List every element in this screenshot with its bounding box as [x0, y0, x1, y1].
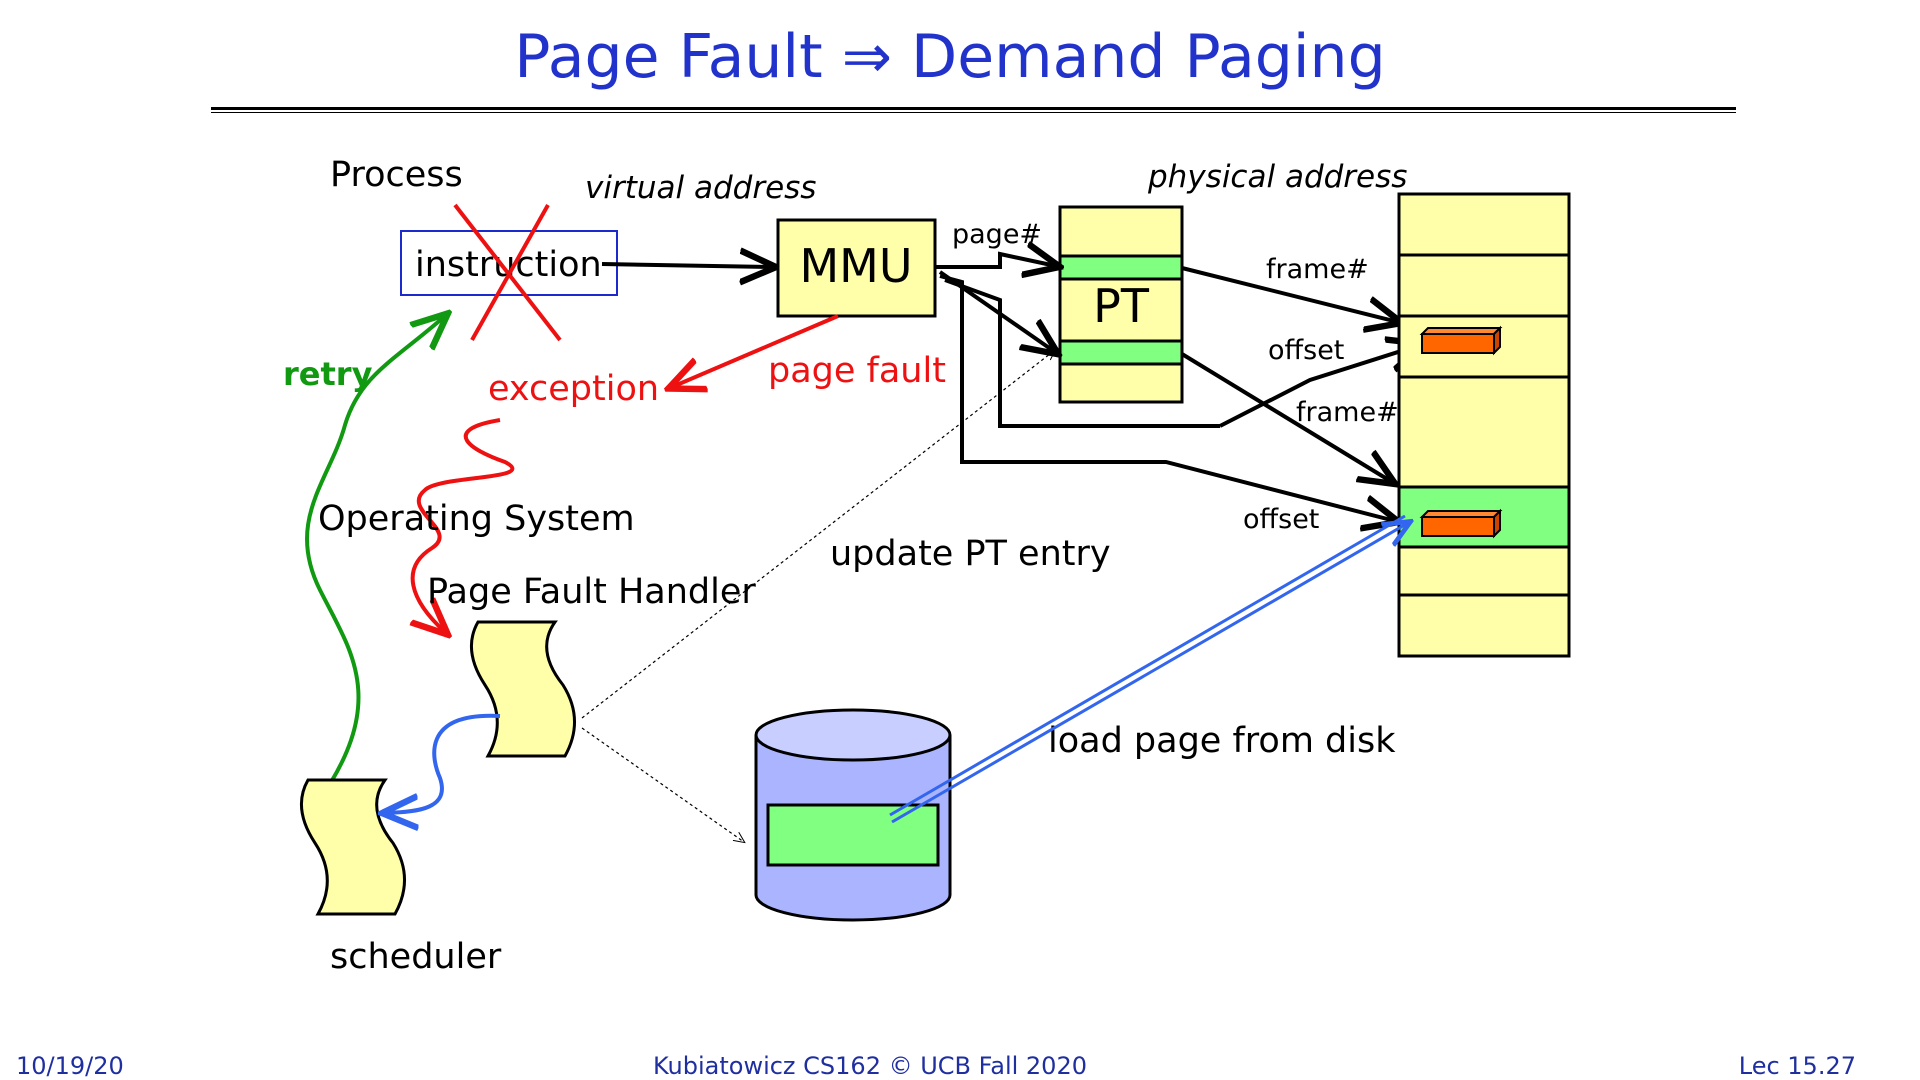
- offset-block-2: [1419, 508, 1503, 539]
- page-fault-label: page fault: [768, 351, 946, 391]
- offset-arrow-1: [1219, 345, 1420, 428]
- page-fault-handler-label: Page Fault Handler: [427, 572, 756, 612]
- offset-block-1: [1419, 325, 1503, 356]
- virtual-address-label: virtual address: [585, 170, 816, 206]
- title-rule-bottom: [211, 112, 1736, 113]
- scheduler-scroll-icon: [299, 778, 406, 916]
- frame-num-arrow-2: [1180, 352, 1392, 482]
- offset-path-1: [944, 278, 1220, 428]
- offset-arrow-2: [939, 274, 1395, 521]
- exception-label: exception: [488, 369, 659, 409]
- physical-memory: [1397, 192, 1571, 658]
- update-pt-entry-label: update PT entry: [830, 534, 1111, 574]
- process-label: Process: [330, 155, 463, 195]
- offset-label-1: offset: [1268, 335, 1344, 366]
- slide-title: Page Fault ⇒ Demand Paging: [514, 22, 1386, 92]
- title-rule-top: [211, 107, 1736, 110]
- to-disk-dotted-line: [581, 727, 744, 842]
- offset-label-2: offset: [1243, 504, 1319, 535]
- handler-scroll-icon: [469, 620, 576, 758]
- pt-label: PT: [1093, 279, 1150, 333]
- load-page-label: load page from disk: [1048, 721, 1396, 761]
- update-pt-dotted-line: [581, 350, 1055, 719]
- handler-to-scheduler-arrow: [386, 713, 501, 813]
- page-table: [1058, 205, 1184, 404]
- load-page-arrow: [889, 514, 1408, 824]
- exception-squiggle-arrow: [413, 418, 515, 632]
- cross-out-icon: [453, 203, 562, 342]
- retry-label: retry: [283, 355, 373, 393]
- page-fault-arrow: [672, 314, 839, 387]
- disk-page-block: [766, 803, 940, 867]
- retry-arrow: [305, 316, 445, 804]
- instruction-to-mmu-arrow: [601, 264, 772, 267]
- page-num-arrow-1: [935, 254, 1056, 267]
- frame-num-label-1: frame#: [1266, 254, 1369, 285]
- frame-num-arrow-1: [1181, 266, 1398, 322]
- mmu-label: MMU: [799, 239, 912, 293]
- operating-system-label: Operating System: [318, 499, 635, 539]
- instruction-box: [400, 230, 618, 296]
- scheduler-label: scheduler: [330, 937, 502, 977]
- footer-course: Kubiatowicz CS162 © UCB Fall 2020: [652, 1052, 1087, 1080]
- page-num-label: page#: [952, 219, 1042, 250]
- frame-num-label-2: frame#: [1296, 397, 1399, 428]
- footer-lecture: Lec 15.27: [1738, 1052, 1856, 1080]
- pt-entry-page: [1058, 254, 1184, 281]
- physical-address-label: physical address: [1147, 159, 1407, 195]
- footer-date: 10/19/20: [16, 1052, 124, 1080]
- disk-icon: [754, 708, 952, 922]
- pt-entry-updated: [1058, 339, 1184, 366]
